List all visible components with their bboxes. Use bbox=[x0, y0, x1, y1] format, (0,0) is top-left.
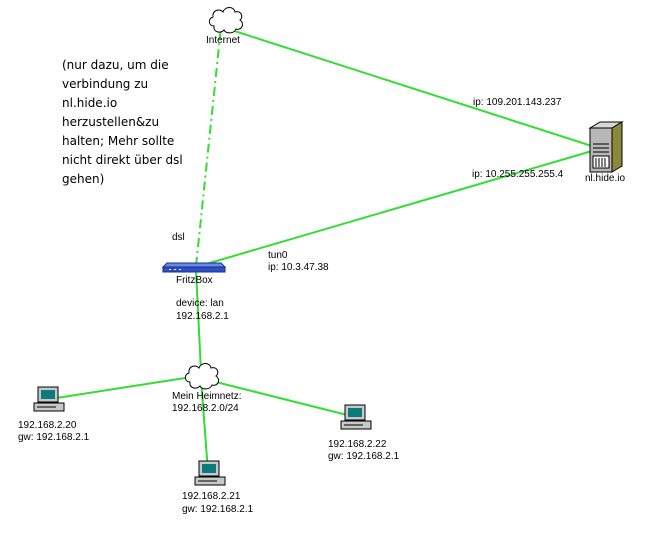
internet-cloud-icon[interactable] bbox=[208, 7, 244, 34]
note-line: herzustellen&zu bbox=[62, 115, 160, 129]
server-icon[interactable] bbox=[588, 121, 624, 173]
lan-gateway-ip-label: 192.168.2.1 bbox=[176, 311, 229, 322]
pc1-computer-icon[interactable] bbox=[33, 386, 65, 412]
router-icon[interactable] bbox=[161, 262, 227, 273]
router-label: FritzBox bbox=[176, 275, 213, 286]
link-lan-pc1 bbox=[49, 375, 199, 400]
lan-subnet-label: 192.168.2.0/24 bbox=[172, 403, 239, 414]
pc2-computer-icon[interactable] bbox=[194, 460, 226, 486]
note-line: nicht direkt über dsl bbox=[62, 153, 183, 167]
link-router-server bbox=[195, 150, 593, 268]
lan-cloud-icon[interactable] bbox=[184, 363, 220, 390]
link-dsl-router-internet bbox=[195, 26, 222, 267]
internet-label: Internet bbox=[206, 35, 240, 46]
server-public-ip-label: ip: 109.201.143.237 bbox=[473, 97, 562, 108]
dsl-label: dsl bbox=[172, 232, 185, 243]
lan-name-label: Mein Heimnetz: bbox=[172, 391, 242, 402]
tun-name-label: tun0 bbox=[268, 250, 288, 261]
tun-ip-label: ip: 10.3.47.38 bbox=[268, 262, 329, 273]
note-line: nl.hide.io bbox=[62, 96, 118, 110]
note-line: (nur dazu, um die bbox=[62, 58, 169, 72]
note-line: verbindung zu bbox=[62, 77, 149, 91]
note-line: gehen) bbox=[62, 172, 105, 186]
pc3-gw-label: gw: 192.168.2.1 bbox=[328, 451, 400, 462]
pc1-ip-label: 192.168.2.20 bbox=[18, 420, 77, 431]
lan-device-label: device: lan bbox=[176, 298, 224, 309]
server-label: nl.hide.io bbox=[585, 173, 626, 184]
dsl-note: (nur dazu, um die verbindung zu nl.hide.… bbox=[62, 56, 222, 189]
link-router-lan bbox=[195, 269, 202, 373]
link-internet-server bbox=[221, 26, 599, 149]
link-lan-pc2 bbox=[200, 377, 209, 473]
pc2-gw-label: gw: 192.168.2.1 bbox=[182, 504, 254, 515]
server-tunnel-ip-label: ip: 10.255.255.255.4 bbox=[472, 169, 564, 180]
pc3-ip-label: 192.168.2.22 bbox=[328, 439, 387, 450]
note-line: halten; Mehr sollte bbox=[62, 134, 175, 148]
pc1-gw-label: gw: 192.168.2.1 bbox=[18, 432, 90, 443]
pc3-computer-icon[interactable] bbox=[340, 404, 372, 430]
link-lan-pc3 bbox=[199, 377, 356, 418]
pc2-ip-label: 192.168.2.21 bbox=[182, 491, 241, 502]
